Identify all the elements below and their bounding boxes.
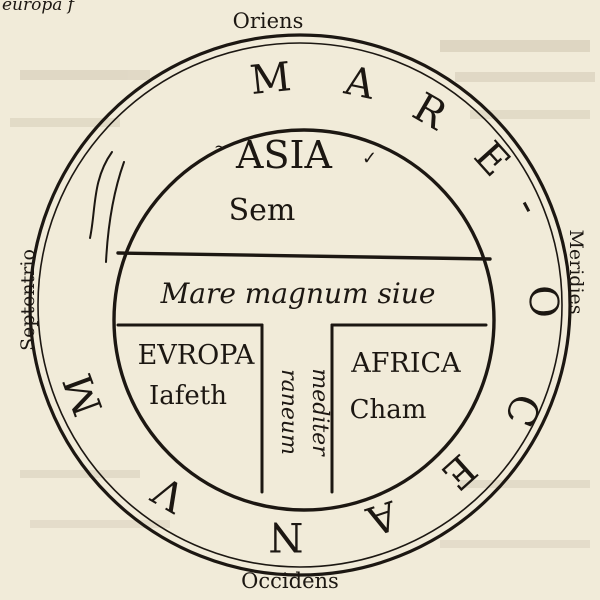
- ocean-letter: N: [269, 513, 304, 559]
- ocean-letter: M: [248, 54, 294, 104]
- africa-son-label: Cham: [350, 395, 427, 425]
- asia-region: ~ ASIA ✓ Sem: [214, 133, 377, 228]
- outer-ring-inner-line: [37, 42, 563, 568]
- direction-occidens: Occidens: [241, 569, 339, 593]
- outer-ring: [28, 33, 572, 577]
- ocean-wave-stroke: [89, 151, 113, 239]
- europa-label: EVROPA: [138, 340, 255, 371]
- t-bar-top-line: [116, 251, 492, 261]
- europa-region: EVROPA Iafeth: [138, 340, 255, 411]
- asia-flourish-left: ~: [214, 137, 227, 156]
- asia-son-label: Sem: [229, 193, 296, 228]
- ocean-letter: O: [519, 284, 566, 318]
- mare-magnum-label: Mare magnum siue: [160, 277, 436, 310]
- ocean-wave-stroke: [105, 161, 125, 263]
- asia-flourish-right: ✓: [362, 148, 377, 169]
- bleed-through-texture: [10, 40, 595, 548]
- direction-meridies: Meridies: [565, 229, 587, 314]
- direction-oriens: Oriens: [233, 9, 304, 33]
- asia-label: ASIA: [235, 133, 332, 177]
- europa-son-label: Iafeth: [149, 381, 227, 411]
- margin-text: europa f: [2, 0, 77, 15]
- africa-label: AFRICA: [350, 348, 461, 379]
- africa-region: AFRICA Cham: [350, 348, 462, 425]
- mediter-label: mediter: [307, 368, 332, 457]
- inner-circle: [112, 128, 496, 512]
- direction-septentrio: Septentrio: [17, 249, 39, 351]
- raneum-label: raneum: [276, 369, 301, 455]
